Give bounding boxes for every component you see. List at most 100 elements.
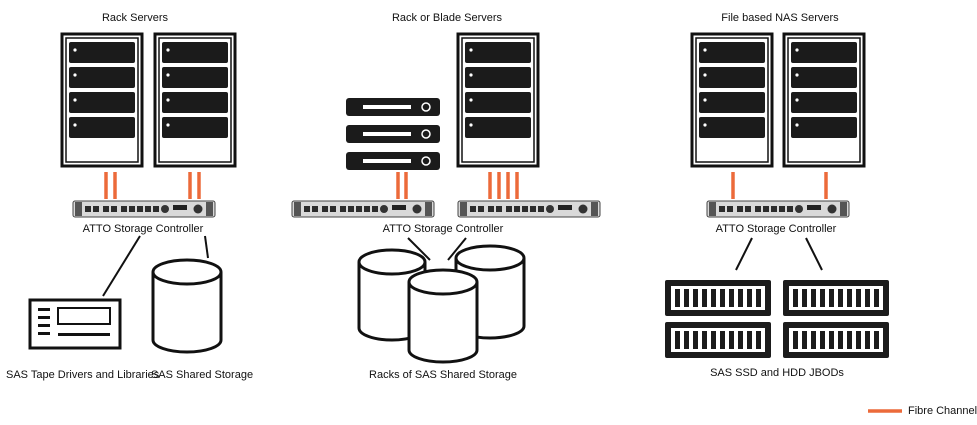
nas-storage-controller-display bbox=[807, 205, 821, 210]
sas-storage-cylinder-back-right-top bbox=[454, 244, 526, 272]
nas-server-1-drive-led bbox=[703, 98, 707, 102]
sas-storage-cylinder-front-top bbox=[407, 268, 479, 296]
blade-storage-controller-2 bbox=[457, 200, 601, 218]
sas-link-tape bbox=[102, 235, 141, 297]
jbod-enclosure-3-drive-slot bbox=[684, 331, 689, 349]
jbod-enclosure-2-drive-slot bbox=[793, 289, 798, 307]
rack-server-3-drive-led bbox=[469, 123, 473, 127]
jbod-enclosure-4-drive-slot bbox=[820, 331, 825, 349]
rack-storage-controller bbox=[72, 200, 216, 218]
nas-storage-controller-port bbox=[771, 206, 777, 212]
blade-server-1 bbox=[346, 98, 440, 116]
rack-storage-controller-port bbox=[85, 206, 91, 212]
sas-storage-cylinder-front bbox=[407, 268, 479, 364]
jbod-enclosure-2-drive-slot bbox=[838, 289, 843, 307]
blade-storage-controller-1-port bbox=[304, 206, 310, 212]
tape-library-icon bbox=[28, 298, 122, 350]
blade-storage-controller-1-port bbox=[312, 206, 318, 212]
rack-server-2-drive-led bbox=[166, 48, 170, 52]
jbod-enclosure-3-drive-slot bbox=[747, 331, 752, 349]
rack-server-2-drive-bay bbox=[162, 42, 228, 63]
jbod-enclosure-3-drive-slot bbox=[729, 331, 734, 349]
jbod-enclosure-3-drive-slot bbox=[720, 331, 725, 349]
nas-server-1-drive-led bbox=[703, 123, 707, 127]
rack-server-1-drive-bay bbox=[69, 42, 135, 63]
rack-server-2-inner-frame bbox=[158, 37, 232, 163]
rack-storage-controller-ear-right bbox=[206, 202, 213, 216]
jbod-enclosure-1-drive-slot bbox=[675, 289, 680, 307]
rack-storage-controller-port bbox=[93, 206, 99, 212]
blade-storage-controller-1-port bbox=[348, 206, 354, 212]
blade-storage-controller-2-port bbox=[514, 206, 520, 212]
jbod-enclosure-1-drive-slot bbox=[738, 289, 743, 307]
rack-server-3-drive-led bbox=[469, 48, 473, 52]
blade-storage-controller-1-port bbox=[364, 206, 370, 212]
blade-server-1-slot bbox=[363, 105, 411, 109]
rack-server-1-drive-bay bbox=[69, 117, 135, 138]
jbod-enclosure-2-drive-slot bbox=[847, 289, 852, 307]
jbod-enclosure-3-drive-slot bbox=[693, 331, 698, 349]
rack-storage-controller-port bbox=[103, 206, 109, 212]
blade-storage-controller-1-display bbox=[392, 205, 406, 210]
nas-storage-controller bbox=[706, 200, 850, 218]
nas-storage-controller-ear-right bbox=[840, 202, 847, 216]
sas-shared-storage-cylinder-body bbox=[151, 272, 223, 354]
rack-server-2-drive-bay bbox=[162, 67, 228, 88]
rack-storage-controller-display bbox=[173, 205, 187, 210]
tape-library-icon-indicator bbox=[38, 324, 50, 327]
jbod-enclosure-3-drive-slot bbox=[675, 331, 680, 349]
blade-server-3 bbox=[346, 152, 440, 170]
rack-storage-controller-fan bbox=[193, 204, 203, 214]
blade-storage-controller-2-port bbox=[538, 206, 544, 212]
jbod-enclosure-2-drive-slot bbox=[802, 289, 807, 307]
nas-storage-controller-port bbox=[755, 206, 761, 212]
nas-storage-controller-port bbox=[779, 206, 785, 212]
blade-storage-controller-2-ear-left bbox=[460, 202, 467, 216]
jbod-enclosure-3-drive-slot bbox=[738, 331, 743, 349]
blade-storage-controller-2-port bbox=[506, 206, 512, 212]
jbod-enclosure-1-drive-slot bbox=[684, 289, 689, 307]
blade-storage-controller-1-port bbox=[356, 206, 362, 212]
jbod-enclosure-4-drive-slot bbox=[802, 331, 807, 349]
nas-storage-controller-fan bbox=[795, 205, 803, 213]
sas-link-cluster bbox=[407, 237, 431, 261]
rack-storage-controller-port bbox=[153, 206, 159, 212]
rack-server-3 bbox=[456, 32, 540, 168]
blade-server-2-slot bbox=[363, 132, 411, 136]
racks-sas-storage-label: Racks of SAS Shared Storage bbox=[369, 369, 517, 381]
jbod-enclosure-4-drive-slot bbox=[865, 331, 870, 349]
blade-server-2 bbox=[346, 125, 440, 143]
rack-server-1-drive-led bbox=[73, 123, 77, 127]
jbod-enclosure-4-drive-slot bbox=[838, 331, 843, 349]
sas-storage-cylinder-front-body bbox=[407, 282, 479, 364]
nas-server-2-drive-led bbox=[795, 123, 799, 127]
nas-server-1-inner-frame bbox=[695, 37, 769, 163]
sas-link-storage bbox=[204, 235, 209, 259]
rack-server-1-drive-led bbox=[73, 73, 77, 77]
jbod-enclosure-4-drive-slot bbox=[829, 331, 834, 349]
nas-server-1-drive-bay bbox=[699, 67, 765, 88]
nas-server-1-drive-bay bbox=[699, 42, 765, 63]
nas-server-1-drive-led bbox=[703, 48, 707, 52]
blade-storage-controller-2-fan bbox=[546, 205, 554, 213]
rack-server-1-drive-bay bbox=[69, 92, 135, 113]
rack-server-2 bbox=[153, 32, 237, 168]
rack-server-2-drive-bay bbox=[162, 117, 228, 138]
rack-server-3-drive-bay bbox=[465, 42, 531, 63]
nas-server-2-drive-bay bbox=[791, 117, 857, 138]
nas-storage-controller-port bbox=[727, 206, 733, 212]
rack-storage-controller-port bbox=[129, 206, 135, 212]
blade-storage-controller-2-port bbox=[478, 206, 484, 212]
sas-shared-storage-cylinder-top bbox=[151, 258, 223, 286]
jbod-enclosure-1-drive-slot bbox=[693, 289, 698, 307]
jbod-enclosure-2-drive-slot bbox=[811, 289, 816, 307]
rack-server-2-drive-bay bbox=[162, 92, 228, 113]
jbod-enclosure-3-drive-slot bbox=[702, 331, 707, 349]
blade-storage-controller-1-port bbox=[330, 206, 336, 212]
nas-server-2-drive-led bbox=[795, 48, 799, 52]
rack-server-1 bbox=[60, 32, 144, 168]
jbod-enclosure-2-drive-slot bbox=[829, 289, 834, 307]
sas-shared-storage-cylinder bbox=[151, 258, 223, 354]
rack-server-3-drive-led bbox=[469, 73, 473, 77]
jbod-enclosure-1-drive-slot bbox=[747, 289, 752, 307]
